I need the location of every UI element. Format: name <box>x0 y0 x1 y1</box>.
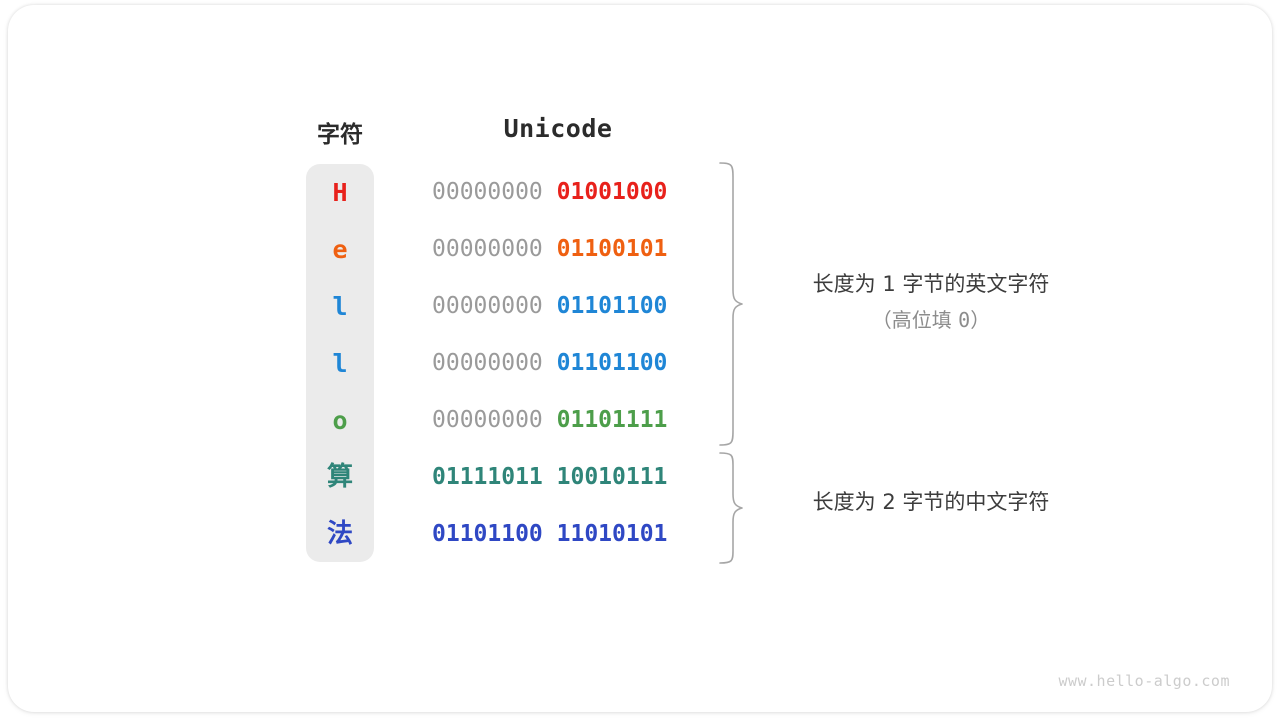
table-cell-character: e <box>332 235 348 264</box>
bits-high-byte: 00000000 <box>432 293 557 319</box>
table-cell-character: l <box>332 292 348 321</box>
bits-low-byte: 01101100 <box>556 350 668 376</box>
column-header-unicode: Unicode <box>503 114 613 143</box>
table-cell-bits: 00000000 01101100 <box>432 278 684 335</box>
table-cell-bits: 00000000 01100101 <box>432 221 684 278</box>
bits-high-byte: 01101100 <box>432 521 557 547</box>
bits-low-byte: 01100101 <box>556 236 668 262</box>
annotation-double-byte-main: 长度为 2 字节的中文字符 <box>812 490 1050 514</box>
table-cell-bits: 00000000 01101100 <box>432 335 684 392</box>
figure-card <box>8 5 1272 712</box>
table-cell-bits: 00000000 01101111 <box>432 392 684 449</box>
column-header-char: 字符 <box>317 121 363 147</box>
bits-high-byte: 00000000 <box>432 407 557 433</box>
bits-low-byte: 01101111 <box>556 407 668 433</box>
annotation-double-byte: 长度为 2 字节的中文字符 <box>786 484 1076 520</box>
table-cell-character: H <box>332 178 348 207</box>
brace-single-byte <box>719 162 743 446</box>
table-cell-character: o <box>332 406 348 435</box>
table-cell-character: l <box>332 349 348 378</box>
annotation-sub-value: 0 <box>958 308 971 332</box>
bits-low-byte: 10010111 <box>556 464 668 490</box>
watermark: www.hello-algo.com <box>1058 672 1230 690</box>
bits-high-byte: 00000000 <box>432 236 557 262</box>
table-cell-bits: 01111011 10010111 <box>432 449 684 506</box>
table-cell-bits: 00000000 01001000 <box>432 164 684 221</box>
table-cell-character: 法 <box>326 519 353 549</box>
bits-low-byte: 11010101 <box>556 521 668 547</box>
brace-double-byte <box>719 452 743 564</box>
bits-high-byte: 00000000 <box>432 350 557 376</box>
annotation-sub-suffix: ） <box>970 308 991 332</box>
annotation-single-byte: 长度为 1 字节的英文字符 （高位填 0） <box>786 266 1076 338</box>
bits-high-byte: 00000000 <box>432 179 557 205</box>
annotation-sub-prefix: （高位填 <box>871 308 959 332</box>
bits-high-byte: 01111011 <box>432 464 557 490</box>
table-cell-character: 算 <box>326 462 353 492</box>
table-cell-bits: 01101100 11010101 <box>432 506 684 563</box>
annotation-single-byte-main: 长度为 1 字节的英文字符 <box>812 272 1050 296</box>
annotation-single-byte-sub: （高位填 0） <box>786 302 1076 338</box>
character-column-panel <box>306 164 374 562</box>
bits-low-byte: 01101100 <box>556 293 668 319</box>
bits-low-byte: 01001000 <box>556 179 668 205</box>
